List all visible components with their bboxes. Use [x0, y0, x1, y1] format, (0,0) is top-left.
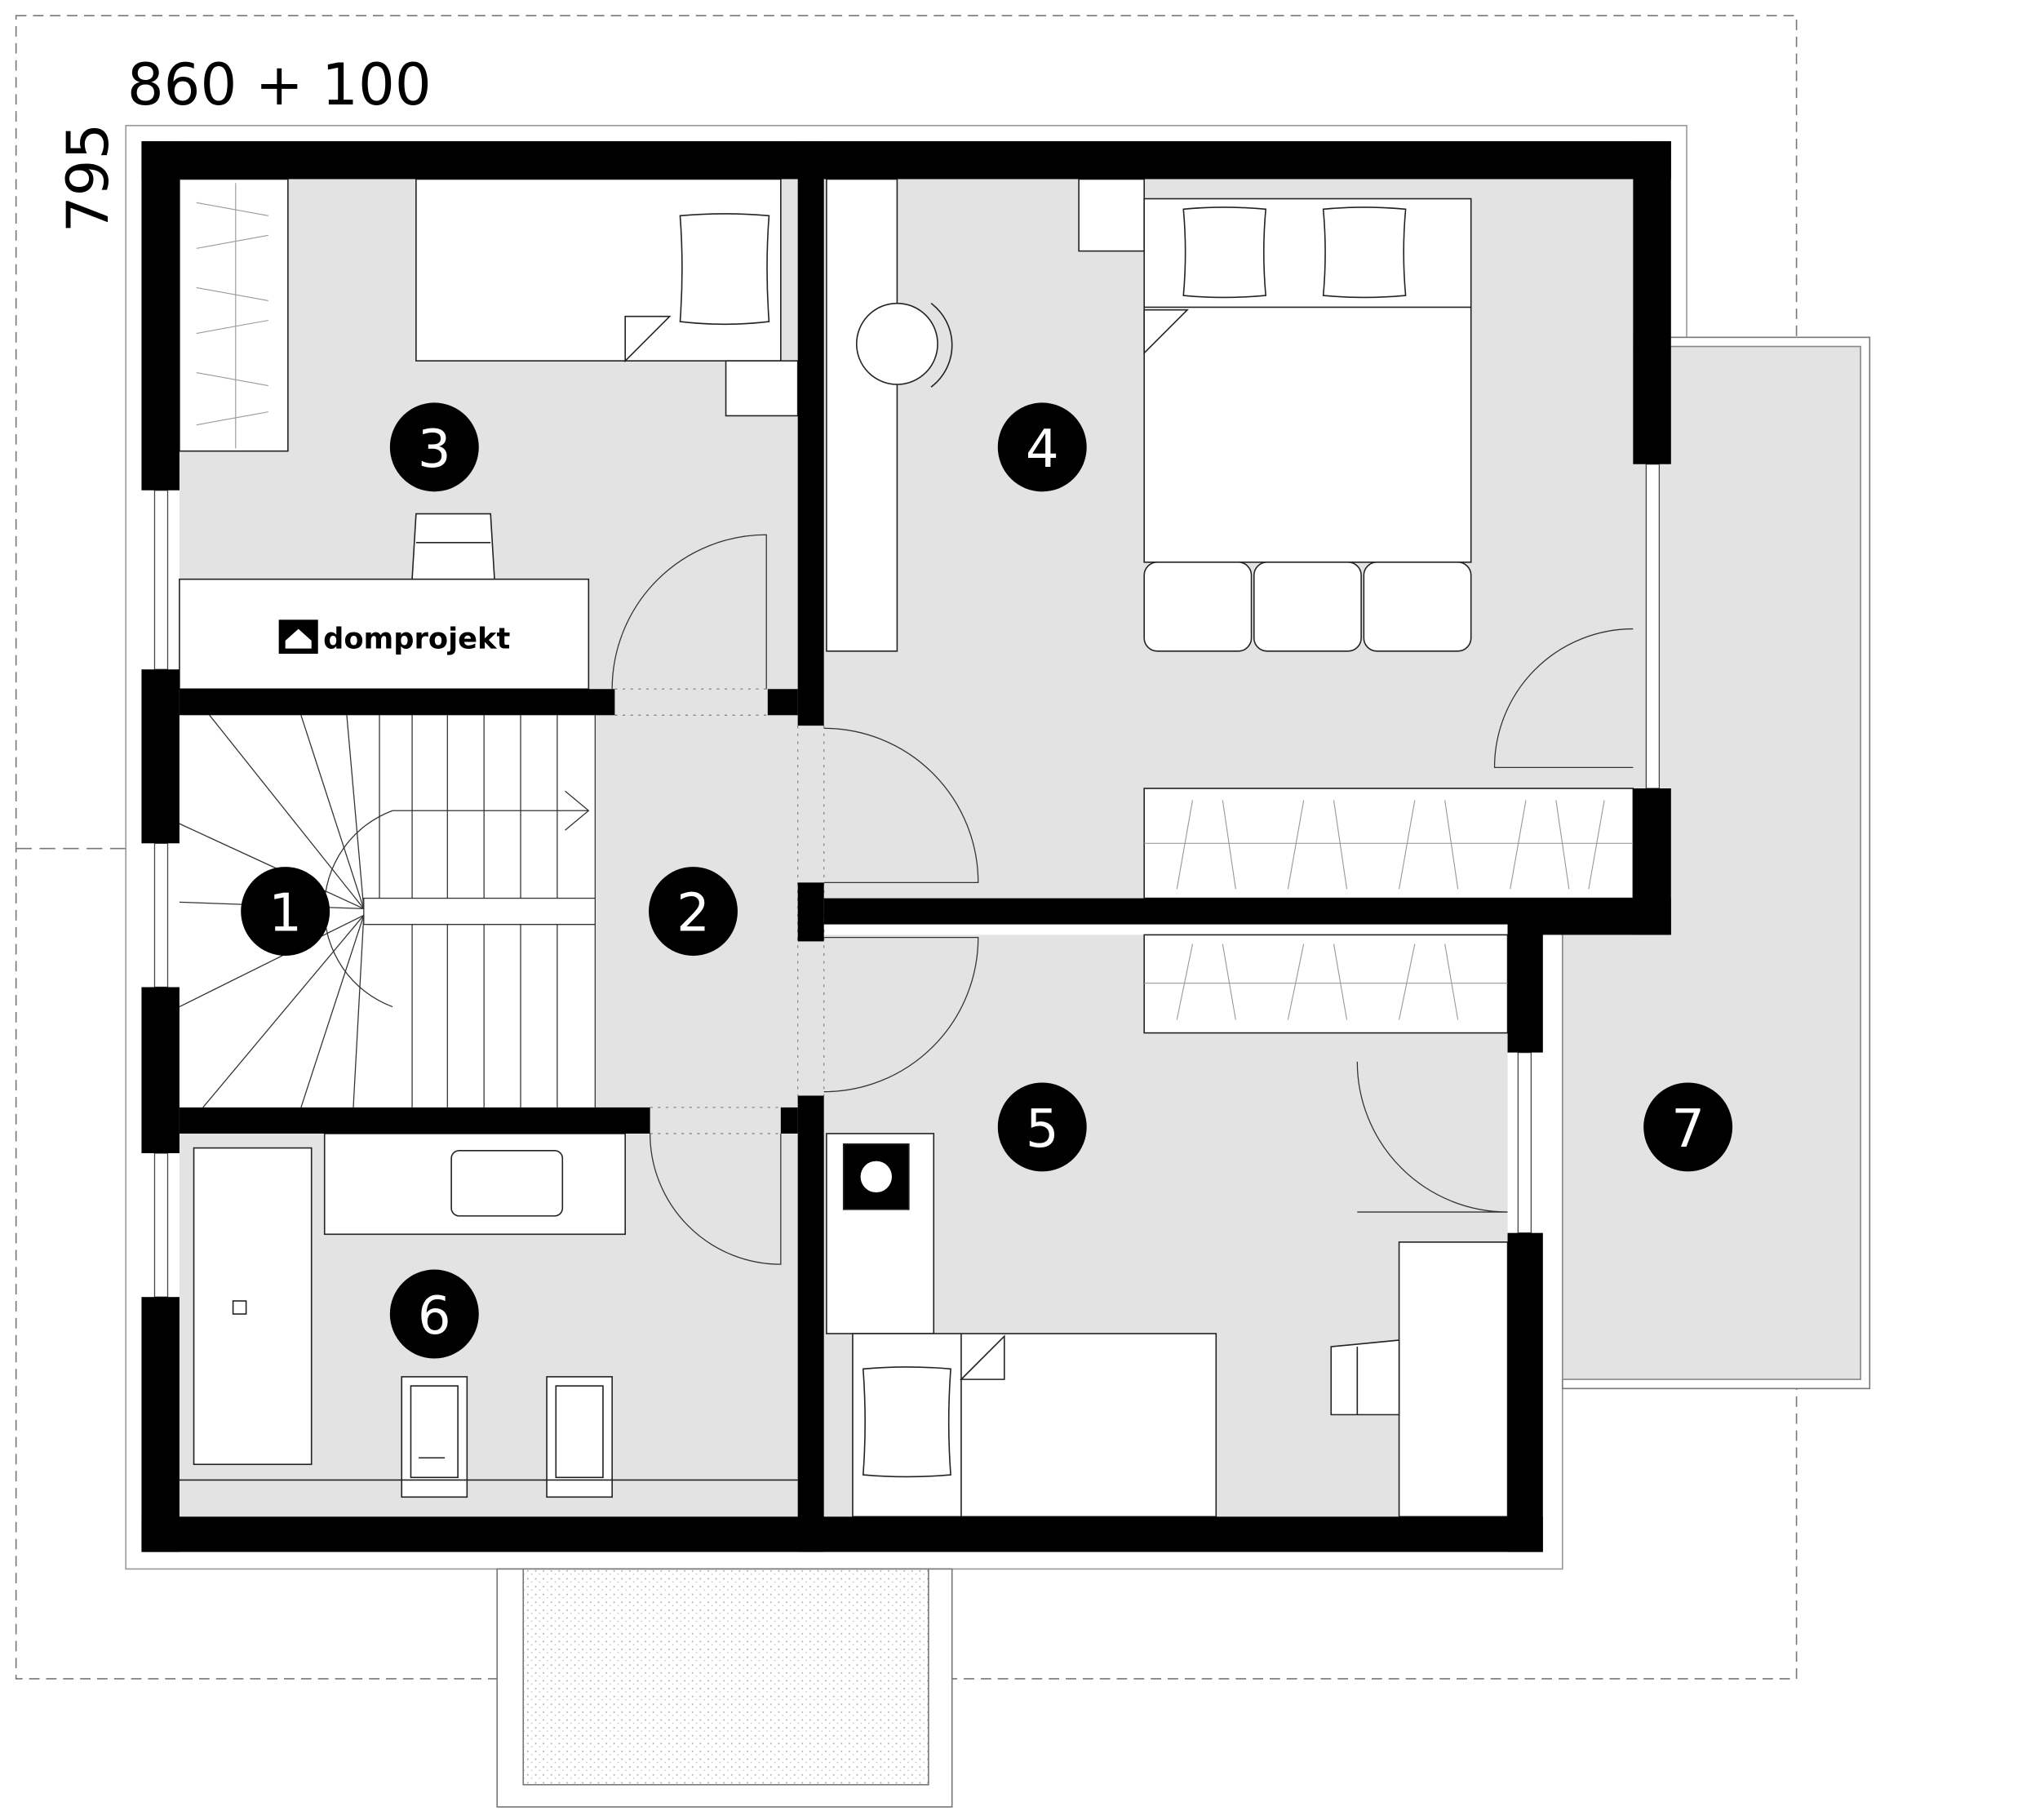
- sink: [450, 1149, 564, 1217]
- door-balcony-4: [1493, 628, 1634, 769]
- nightstand-room3: [725, 360, 799, 417]
- chair-room3: [411, 513, 495, 580]
- logo-text: domprojekt: [323, 623, 510, 656]
- room-number: 4: [1026, 419, 1059, 480]
- bathtub: [193, 1147, 313, 1466]
- room-number: 5: [1026, 1099, 1059, 1160]
- room-marker-2: 2: [649, 867, 738, 957]
- staircase: [179, 714, 596, 1108]
- pillow-icon: [1322, 206, 1407, 299]
- depth-dimension: 795: [55, 123, 122, 233]
- door-room4: [823, 727, 979, 883]
- pillow-icon: [862, 1366, 951, 1478]
- desk-room4: [826, 178, 898, 652]
- domprojekt-logo: domprojekt: [278, 619, 510, 656]
- pouf: [1363, 562, 1472, 652]
- room-marker-5: 5: [997, 1082, 1087, 1172]
- room-number: 2: [676, 884, 710, 944]
- pouf: [1143, 562, 1253, 652]
- chair-room5: [1330, 1339, 1400, 1416]
- pillow-icon: [1182, 206, 1267, 299]
- door-balcony-5: [1356, 1061, 1508, 1213]
- room-number: 3: [418, 419, 451, 480]
- room-marker-4: 4: [997, 402, 1087, 492]
- doors: [611, 534, 1634, 1265]
- pillow-icon: [679, 213, 770, 326]
- chair-room4: [855, 302, 938, 385]
- walls: [141, 141, 1671, 1552]
- room-marker-7: 7: [1643, 1082, 1733, 1172]
- room-marker-1: 1: [241, 867, 330, 957]
- room-marker-6: 6: [389, 1269, 479, 1359]
- room-number: 7: [1671, 1099, 1705, 1160]
- room-number: 6: [418, 1286, 451, 1347]
- room-marker-3: 3: [389, 402, 479, 492]
- furniture: [179, 178, 1634, 1518]
- width-dimension: 860 + 100: [127, 51, 432, 118]
- door-room3: [611, 534, 767, 690]
- wardrobe-room5: [1143, 934, 1509, 1034]
- windows: [153, 464, 1661, 1298]
- wardrobe-room3: [179, 178, 289, 452]
- desk-room5: [1398, 1241, 1509, 1518]
- terrace-floor: [522, 1568, 929, 1786]
- desk-room3: [179, 578, 590, 690]
- door-room5: [823, 937, 979, 1093]
- door-room6: [649, 1133, 782, 1265]
- room-number: 1: [268, 884, 302, 944]
- pouf: [1253, 562, 1362, 652]
